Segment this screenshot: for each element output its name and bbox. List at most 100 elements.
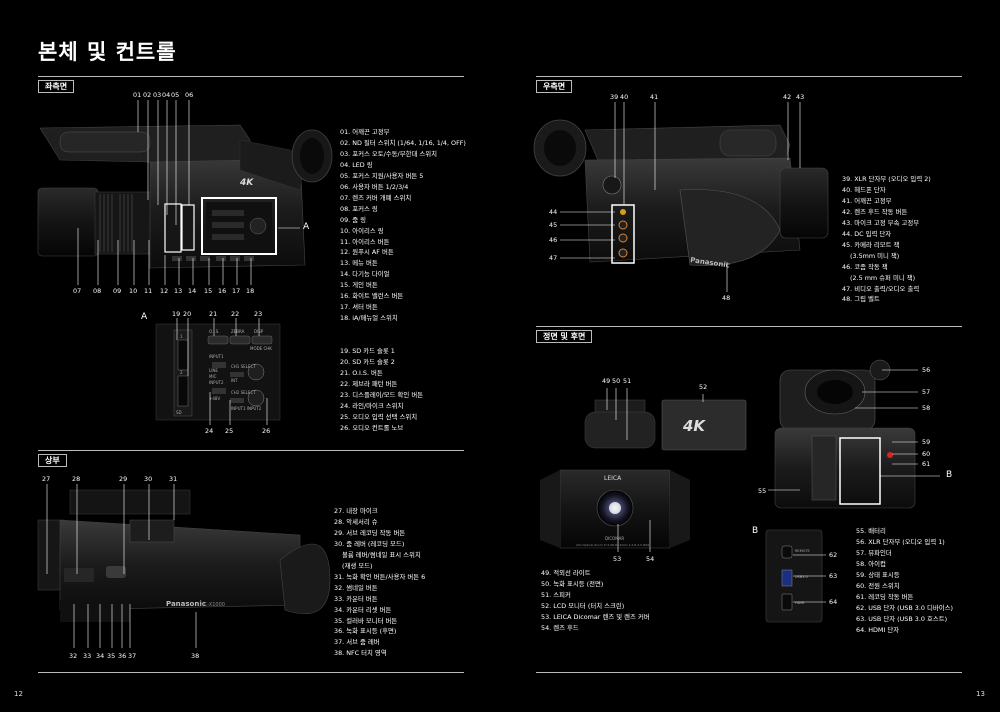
callout-number: 51: [623, 377, 632, 385]
panel-a-48v-label: +48V: [209, 396, 220, 401]
legend-item: 34. 카운터 리셋 버튼: [334, 605, 392, 614]
page-title: 본체 및 컨트롤: [38, 40, 177, 64]
legend-item: 22. 제브라 패턴 버튼: [340, 379, 398, 388]
callout-number: 40: [620, 93, 629, 101]
legend-item: 60. 전원 스위치: [856, 581, 900, 590]
legend-item: 52. LCD 모니터 (터치 스크린): [541, 601, 625, 610]
legend-item: 12. 원푸시 AF 버튼: [340, 248, 394, 257]
legend-item: 24. 라인/마이크 스위치: [340, 401, 404, 410]
k4-mark-lcd: 4K: [682, 417, 706, 435]
panel-b-hdmi-label: HDMI: [795, 601, 804, 605]
camera-top-view: Panasonic HC-X1000: [37, 484, 331, 648]
callout-number: 30: [144, 475, 153, 483]
legend-list-panel-a: 19. SD 카드 슬롯 1 20. SD 카드 슬롯 2 21. O.I.S. 버…: [340, 346, 423, 434]
callout-number: 20: [183, 310, 192, 318]
callout-number: 25: [225, 427, 234, 435]
model-mark-top: HC-X1000: [200, 602, 225, 608]
legend-item: 37. 서브 줌 레버: [334, 638, 380, 647]
legend-item: 21. O.I.S. 버튼: [340, 368, 383, 377]
callout-letter-a: A: [303, 222, 310, 232]
legend-item: 39. XLR 단자부 (오디오 입력 2): [842, 175, 931, 183]
callout-number: 18: [246, 287, 255, 295]
callout-number: 01: [133, 91, 142, 99]
callout-number: 46: [549, 236, 558, 244]
callout-number: 41: [650, 93, 659, 101]
legend-item: 08. 포커스 링: [340, 204, 378, 213]
legend-item: 47. 비디오 출력/오디오 출력: [842, 284, 920, 293]
legend-item: 33. 카운터 버튼: [334, 594, 378, 603]
legend-item: 15. 게인 버튼: [340, 281, 378, 290]
panel-a-mic-label: MIC: [209, 374, 217, 379]
legend-item: 40. 헤드폰 단자: [842, 185, 886, 194]
legend-item: 06. 사용자 버튼 1/2/3/4: [340, 182, 409, 191]
legend-item: 27. 내장 마이크: [334, 507, 378, 515]
callout-number: 62: [829, 551, 838, 559]
callout-number: 59: [922, 438, 931, 446]
callout-number: 06: [185, 91, 194, 99]
panel-a-sd-label: SD: [176, 410, 182, 415]
legend-item: 49. 적외선 라이트: [541, 569, 591, 577]
callout-letter-a: A: [141, 312, 148, 322]
legend-item: 55. 배터리: [856, 527, 886, 535]
callout-number: 50: [612, 377, 621, 385]
callout-number: 45: [549, 221, 558, 229]
legend-item: 13. 메뉴 버튼: [340, 259, 378, 268]
callout-number: 05: [171, 91, 180, 99]
callout-number: 37: [128, 652, 137, 660]
legend-item: 41. 어깨끈 고정부: [842, 196, 892, 205]
callout-number: 44: [549, 208, 558, 216]
callout-number: 03: [153, 91, 162, 99]
legend-item: 64. HDMI 단자: [856, 625, 900, 634]
callout-number: 26: [262, 427, 271, 435]
callout-number: 47: [549, 254, 558, 262]
callout-number: 28: [72, 475, 81, 483]
callout-box-a: [201, 197, 277, 255]
panel-a-input12-label: INPUT1 INPUT2: [231, 406, 262, 411]
callout-number: 63: [829, 572, 838, 580]
callout-number: 04: [162, 91, 171, 99]
camera-right-side-view: Panasonic: [533, 102, 829, 292]
legend-item: 56. XLR 단자부 (오디오 입력 1): [856, 537, 945, 546]
camera-front-view: 4K LEICA DICOMAR 20x Optical Zoom f=4.08…: [540, 388, 747, 552]
legend-item: 30. 줌 레버 (레코딩 모드): [334, 539, 405, 548]
page-number-left: 12: [14, 690, 23, 698]
legend-item: 20. SD 카드 슬롯 2: [340, 357, 395, 366]
callout-number: 54: [646, 555, 655, 563]
legend-item: 63. USB 단자 (USB 3.0 호스트): [856, 614, 948, 623]
callout-number: 29: [119, 475, 128, 483]
panel-a-slot1-label: 1: [180, 334, 183, 339]
legend-item: 36. 녹화 표시등 (후면): [334, 627, 397, 636]
panel-a-ois-label: O.I.S.: [209, 329, 220, 334]
callout-number: 36: [118, 652, 127, 660]
callout-letter-b: B: [946, 470, 953, 480]
callout-number: 61: [922, 460, 931, 468]
legend-item: 44. DC 입력 단자: [842, 229, 892, 238]
callout-number: 53: [613, 555, 622, 563]
panel-a-input1-label: INPUT1: [209, 354, 224, 359]
callout-number: 32: [69, 652, 78, 660]
divider: [38, 672, 464, 673]
legend-item: 03. 포커스 오토/수동/무한대 스위치: [340, 149, 437, 158]
legend-item: 05. 포커스 지원/사용자 버튼 5: [340, 171, 424, 180]
legend-item: 19. SD 카드 슬롯 1: [340, 347, 395, 355]
callout-number: 16: [218, 287, 227, 295]
legend-item: 51. 스피커: [541, 590, 571, 599]
legend-list-right-side: 39. XLR 단자부 (오디오 입력 2) 40. 헤드폰 단자 41. 어깨끈 …: [842, 174, 931, 305]
panel-a-detail: O.I.S. ZEBRA DISP MODE CHK INPUT1 INPUT2…: [155, 318, 281, 425]
legend-item: 26. 오디오 컨트롤 노브: [340, 423, 404, 432]
legend-item: 18. iA/매뉴얼 스위치: [340, 314, 398, 323]
panel-a-ch1-label: CH1 SELECT: [231, 364, 256, 369]
legend-item: 23. 디스플레이/모드 확인 버튼: [340, 390, 424, 399]
legend-item: 53. LEICA Dicomar 렌즈 및 렌즈 커버: [541, 612, 650, 621]
legend-item: (재생 모드): [342, 561, 373, 570]
callout-number: 07: [73, 287, 82, 295]
panel-a-line-label: LINE: [209, 368, 218, 373]
callout-number: 14: [188, 287, 197, 295]
callout-number: 52: [699, 383, 708, 391]
callout-number: 27: [42, 475, 51, 483]
callout-letter-b: B: [752, 526, 759, 536]
legend-item: 01. 어깨끈 고정부: [340, 128, 390, 136]
callout-number: 33: [83, 652, 92, 660]
